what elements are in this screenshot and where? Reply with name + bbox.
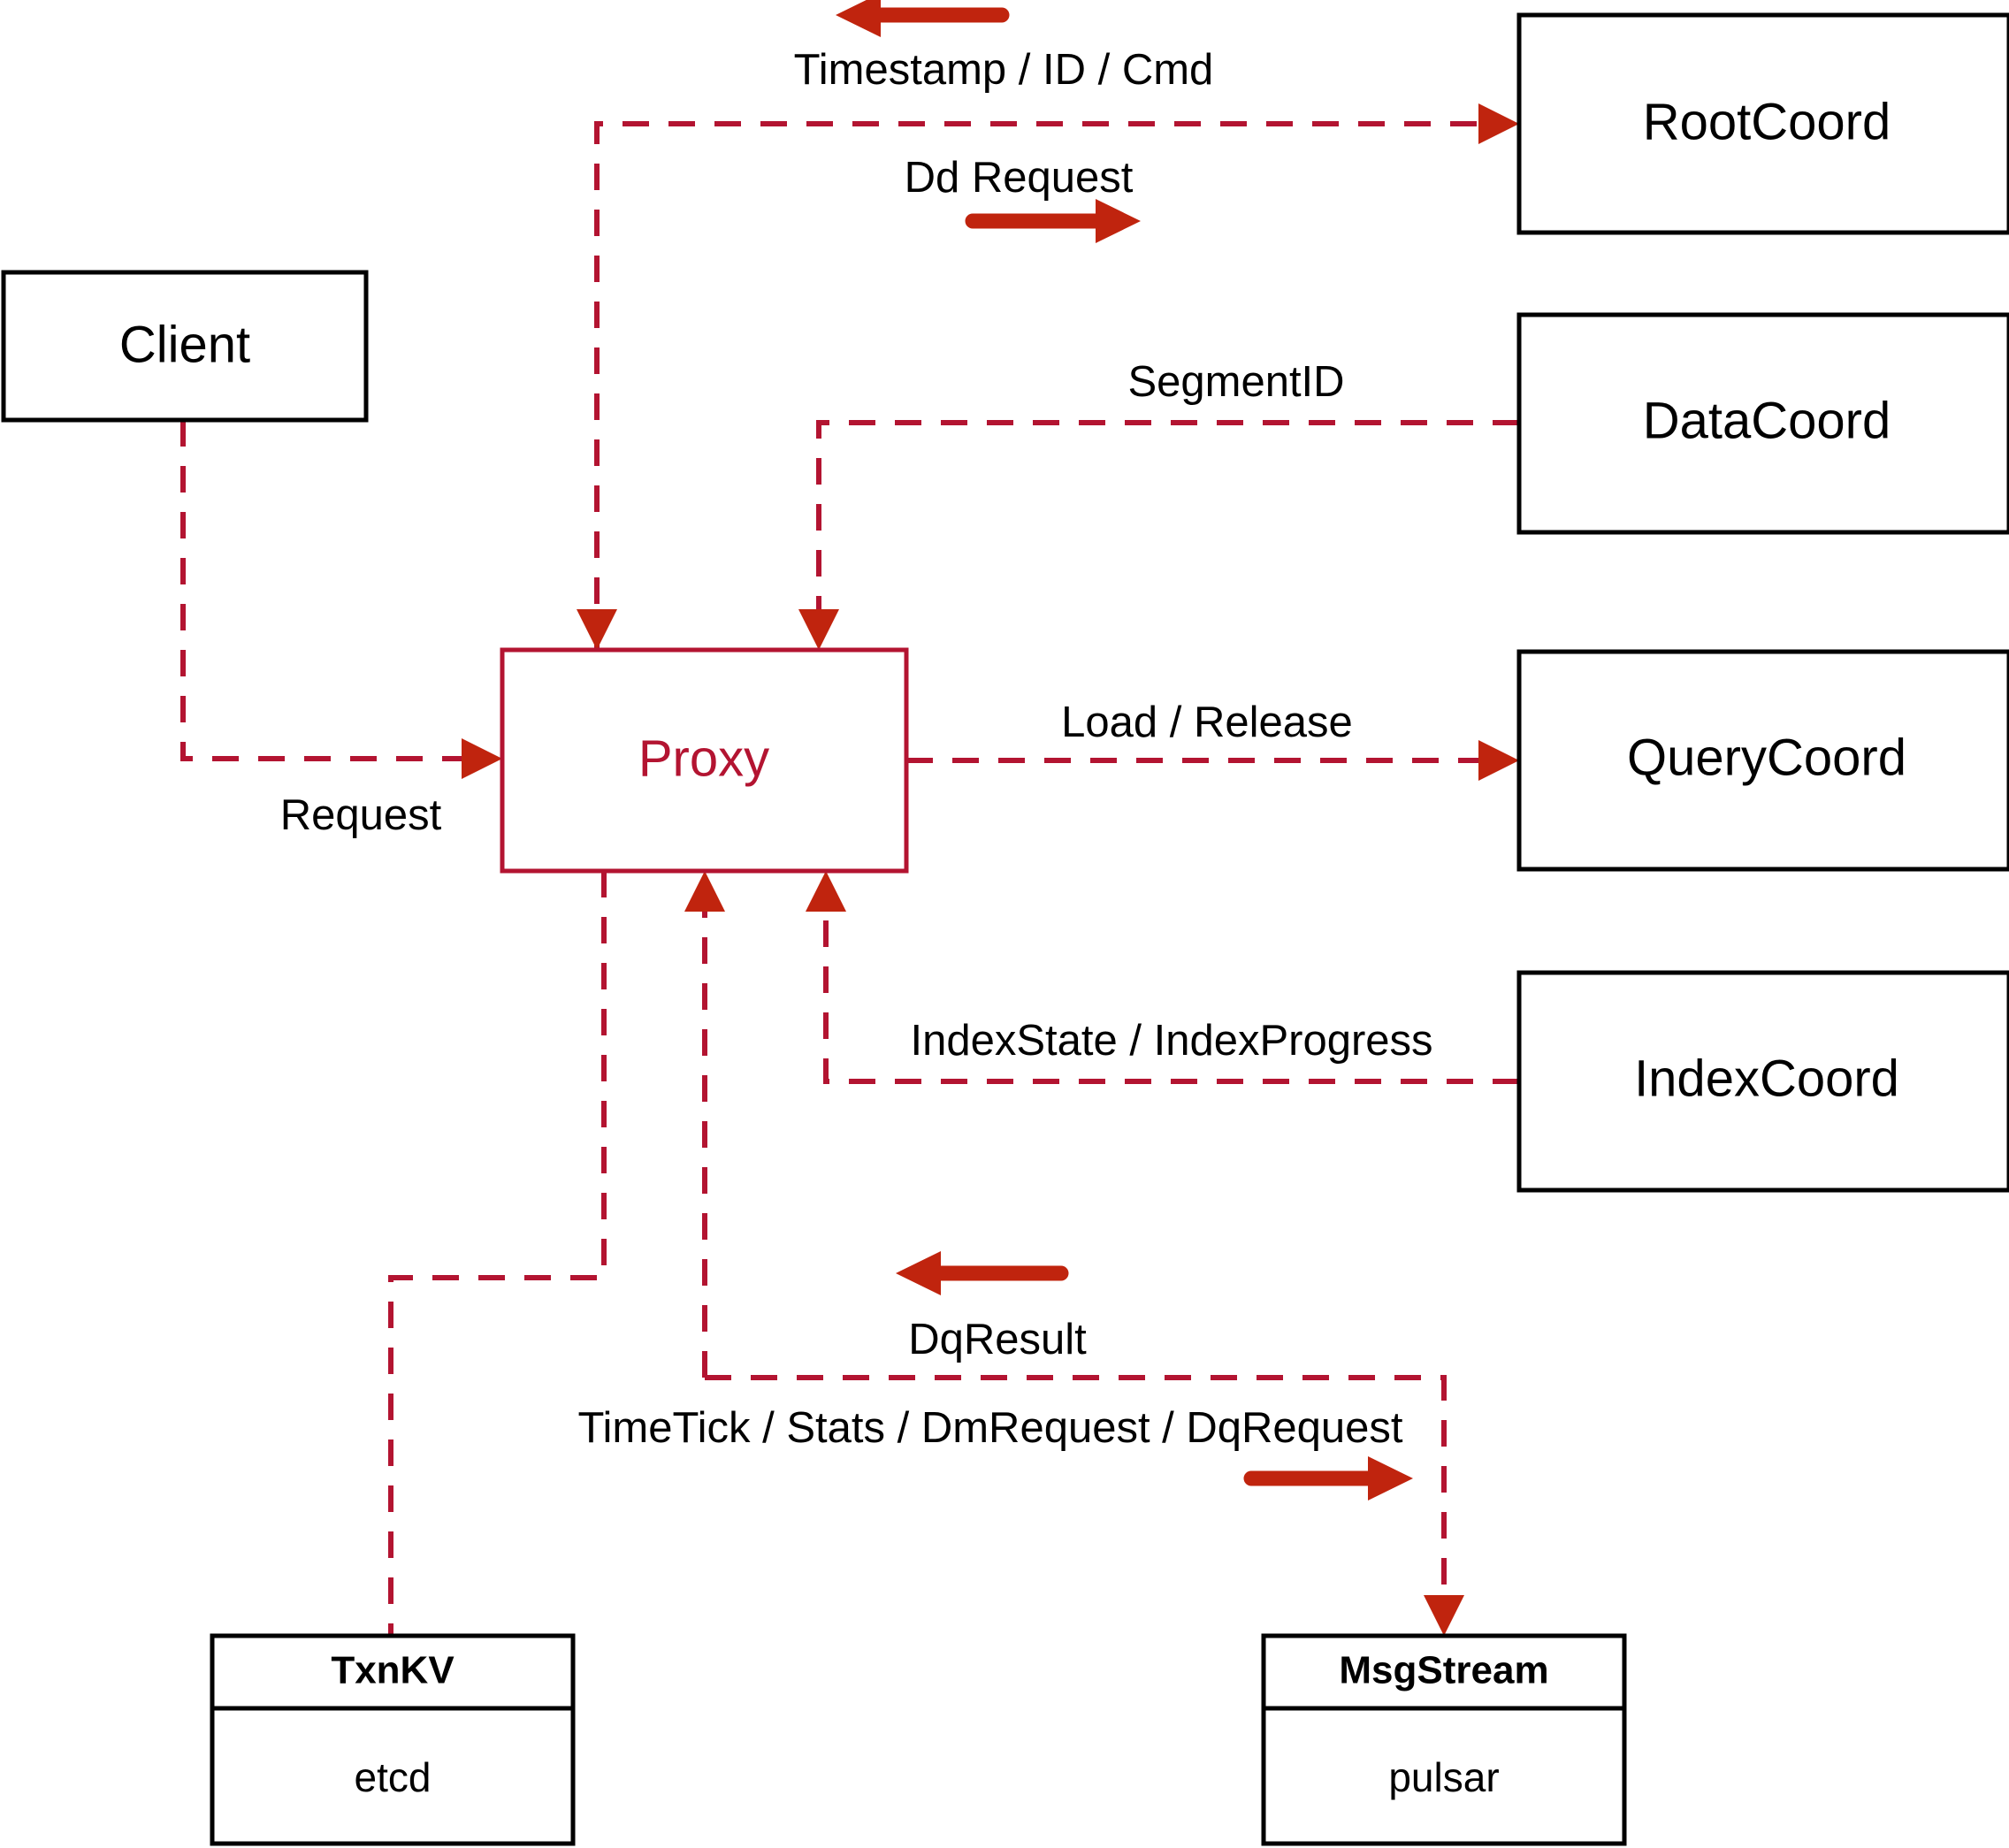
edge-label-timetick-stats: TimeTick / Stats / DmRequest / DqRequest <box>577 1404 1402 1452</box>
edge-datacoord-proxy <box>798 420 1519 650</box>
edge-proxy-rootcoord <box>594 103 1519 650</box>
edge-label-dqresult: DqResult <box>908 1316 1087 1363</box>
node-client-label: Client <box>119 316 250 373</box>
node-msgstream-label: MsgStream <box>1339 1649 1548 1692</box>
node-client[interactable]: Client <box>1 270 369 423</box>
edge-msgstream-proxy <box>684 871 725 1378</box>
flow-arrow-dqresult <box>896 1251 1069 1295</box>
arrowhead-rootcoord-in <box>1478 103 1519 144</box>
arrowhead-proxy-in-msgstream <box>684 871 725 912</box>
node-msgstream-sublabel: pulsar <box>1388 1754 1499 1800</box>
node-proxy[interactable]: Proxy <box>500 647 909 874</box>
node-proxy-label: Proxy <box>638 729 769 787</box>
edge-proxy-txnkv <box>388 871 607 1636</box>
edge-client-proxy <box>180 420 502 779</box>
node-datacoord-label: DataCoord <box>1643 392 1891 449</box>
flow-arrow-timetick-stats <box>1243 1456 1413 1501</box>
flow-arrow-timestamp-id-cmd <box>836 0 1010 37</box>
node-rootcoord[interactable]: RootCoord <box>1516 12 2009 235</box>
arrowhead-msgstream-in <box>1424 1595 1464 1636</box>
arrowhead-proxy-in-indexcoord <box>806 871 846 912</box>
edge-rootcoord-proxy-arrowhead <box>577 609 617 650</box>
node-txnkv-sublabel: etcd <box>355 1754 432 1800</box>
edge-label-segmentid: SegmentID <box>1127 358 1344 406</box>
edge-indexcoord-proxy <box>806 871 1519 1084</box>
arrowhead-querycoord-in <box>1478 740 1519 781</box>
arrowhead-proxy-in-datacoord <box>798 609 839 650</box>
edge-label-load-release: Load / Release <box>1061 699 1353 746</box>
edge-proxy-querycoord <box>906 740 1519 781</box>
edge-label-timestamp-id-cmd: Timestamp / ID / Cmd <box>794 46 1214 94</box>
flow-arrow-dd-request <box>965 199 1141 243</box>
node-rootcoord-label: RootCoord <box>1643 93 1891 150</box>
node-indexcoord[interactable]: IndexCoord <box>1516 970 2009 1193</box>
edge-label-indexstate: IndexState / IndexProgress <box>910 1017 1432 1065</box>
node-txnkv-label: TxnKV <box>331 1649 455 1692</box>
node-msgstream[interactable]: MsgStream pulsar <box>1261 1633 1627 1846</box>
node-datacoord[interactable]: DataCoord <box>1516 312 2009 535</box>
edge-label-dd-request: Dd Request <box>905 154 1134 202</box>
node-txnkv[interactable]: TxnKV etcd <box>210 1633 576 1846</box>
node-querycoord[interactable]: QueryCoord <box>1516 649 2009 872</box>
node-indexcoord-label: IndexCoord <box>1634 1050 1899 1107</box>
node-querycoord-label: QueryCoord <box>1627 729 1906 786</box>
edge-proxy-msgstream <box>705 1375 1464 1636</box>
arrowhead-proxy-in-client <box>462 738 502 779</box>
edge-label-request: Request <box>280 791 442 839</box>
